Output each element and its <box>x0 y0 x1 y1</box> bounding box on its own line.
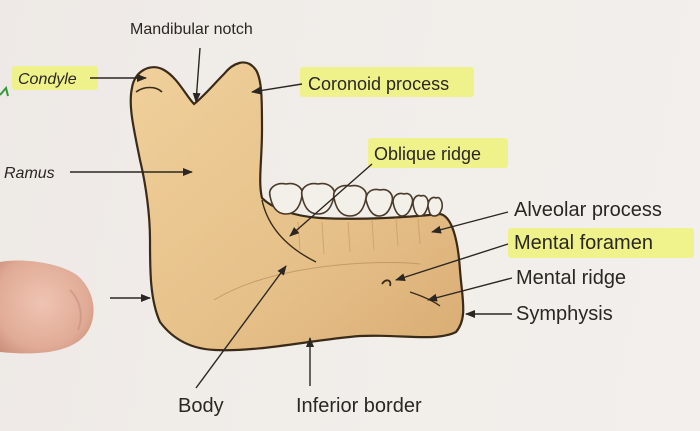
label-ramus: Ramus <box>4 165 55 182</box>
ink-mark <box>0 85 9 97</box>
leader-oblique-ridge <box>289 163 373 237</box>
label-inferior-border: Inferior border <box>296 395 422 417</box>
mental-ridge-mark <box>409 291 441 307</box>
teeth <box>268 182 443 217</box>
label-oblique-ridge: Oblique ridge <box>374 144 481 164</box>
leader-mandibular-notch <box>192 47 201 103</box>
leader-mental-foramen <box>395 243 509 282</box>
label-mental-ridge: Mental ridge <box>516 267 626 289</box>
mandible-bone <box>129 61 465 352</box>
leader-mental-ridge <box>427 277 513 302</box>
leader-body <box>195 265 287 389</box>
label-mental-foramen: Mental foramen <box>514 232 653 254</box>
highlight-condyle <box>12 66 98 90</box>
label-condyle: Condyle <box>18 71 77 88</box>
leader-coronoid-process <box>251 83 303 95</box>
highlight-oblique-ridge <box>368 138 508 168</box>
leader-alveolar-process <box>431 211 509 234</box>
leader-lines <box>70 47 513 389</box>
finger-photo <box>0 260 94 354</box>
label-coronoid-process: Coronoid process <box>308 74 449 94</box>
highlight-coronoid-process <box>300 67 474 97</box>
label-symphysis: Symphysis <box>516 303 613 325</box>
label-alveolar-process: Alveolar process <box>514 199 662 221</box>
mental-foramen-mark <box>381 279 392 287</box>
label-mandibular-notch: Mandibular notch <box>130 21 253 38</box>
label-body: Body <box>178 395 224 417</box>
highlight-mental-foramen <box>508 228 694 258</box>
